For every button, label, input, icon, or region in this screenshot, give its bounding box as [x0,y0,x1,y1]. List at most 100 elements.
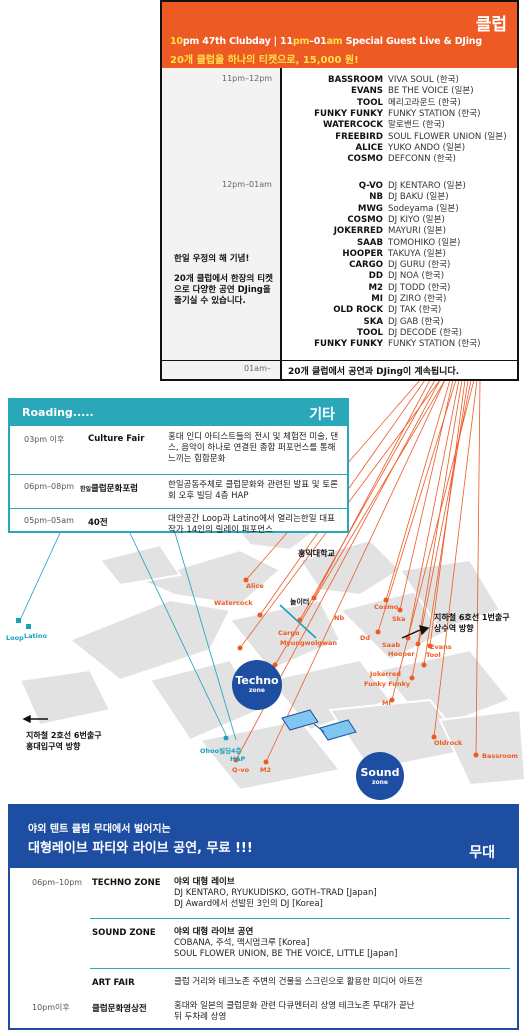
club-dj: DEFCONN (한국) [388,154,456,165]
map [16,380,527,792]
playground-label: 놀이터 [290,598,310,606]
loc-hap[interactable]: HAP [230,755,246,763]
club-header: 클럽 10pm 47th Clubday | 11pm–01am Special… [162,2,517,68]
club-name: BASSROOM [328,75,383,85]
etc-divider [10,508,347,509]
etc-name: 40전 [88,518,108,528]
club-line1-e: am [326,36,343,47]
club-dj: FUNKY STATION (한국) [388,108,481,119]
club-row[interactable]: Q-VO DJ KENTARO (일본) [282,180,515,192]
club-dj: TAKUYA (일본) [388,248,446,259]
loc-evans[interactable]: Evans [430,643,452,651]
club-note-1: 한일 우정의 해 기념! [174,254,250,264]
loc-hooper[interactable]: Hooper [388,650,415,658]
stage-desc: 클럽 거리와 테크노존 주변의 건물을 스크린으로 활용한 미디어 아트전 [174,977,423,987]
etc-name: 한일클럽문화포럼 [80,482,138,494]
sound-zone-title: Sound [360,766,400,779]
club-name: SKA [363,316,384,327]
last-slot-text: 20개 클럽에서 공연과 DJing이 계속됩니다. [288,367,460,377]
subway2-line1: 지하철 2호선 6번출구 [26,731,102,740]
club-dj: 말로밴드 (한국) [388,120,445,131]
stage-headline: 대형레이브 파티와 라이브 공연, 무료 !!! [28,841,253,856]
stage-subtitle: 야외 텐트 클럽 무대에서 벌어지는 [28,824,171,835]
club-name: ALICE [355,142,383,153]
loc-ska[interactable]: Ska [392,615,406,623]
club-row[interactable]: WATERCOCK 말로밴드 (한국) [282,119,515,131]
club-dj: MAYURI (일본) [388,226,446,237]
club-dj: DJ KENTARO (일본) [388,181,466,191]
stage-desc-line: DJ Award에서 선발된 3인의 DJ [Korea] [174,899,323,909]
sound-zone-sub: zone [372,779,388,786]
techno-zone-title: Techno [235,674,279,687]
stage-desc-head: 야외 대형 라이브 공연 [174,927,254,937]
subway2-label: 지하철 2호선 6번출구 홍대입구역 방향 [26,730,102,752]
loc-nb[interactable]: Nb [334,614,345,622]
techno-zone-badge[interactable]: Techno zone [232,660,282,710]
club-dj: DJ NOA (한국) [388,271,445,282]
loc-m2[interactable]: M2 [260,766,271,774]
loc-qvo[interactable]: Q-vo [232,766,250,774]
loc-mi[interactable]: MI [382,699,391,707]
loc-funkyfunky[interactable]: Funky Funky [364,680,411,688]
loc-saab[interactable]: Saab [382,641,401,649]
club-row[interactable]: HOOPER TAKUYA (일본) [282,248,515,260]
loc-alice[interactable]: Alice [246,582,264,590]
stage-name: SOUND ZONE [92,928,156,938]
club-line1-f: Special Guest Live & DJing [342,36,483,47]
club-dj: DJ KIYO (일본) [388,214,445,225]
club-row[interactable]: DD DJ NOA (한국) [282,270,515,282]
loc-watercock[interactable]: Watercock [214,599,253,607]
loc-oldrock[interactable]: Oldrock [434,739,463,747]
etc-time: 06pm–08pm [24,482,75,491]
stage-name: 클럽문화영상전 [92,1004,147,1014]
loc-cosmo[interactable]: Cosmo [374,603,399,611]
etc-name: Culture Fair [88,434,145,444]
club-line1-c: pm [292,36,310,47]
club-name: Q-VO [358,181,383,191]
club-dj: SOUL FLOWER UNION (일본) [388,131,507,142]
loc-myungwolgwan[interactable]: Myungwolgwan [280,639,337,647]
club-name: DD [368,271,383,282]
club-dj: VIVA SOUL (한국) [388,75,459,85]
loc-bassroom[interactable]: Bassroom [482,752,518,760]
sound-zone-badge[interactable]: Sound zone [356,752,404,800]
loc-cargo[interactable]: Cargo [278,629,300,637]
etc-name-main: 클럽문화포럼 [91,484,138,494]
club-name: NB [369,192,383,203]
club-row[interactable]: COSMO DEFCONN (한국) [282,153,515,165]
loc-jokerred[interactable]: Jokerred [370,670,401,678]
loc-dd[interactable]: Dd [360,634,371,642]
loc-loop[interactable]: Loop [6,634,24,642]
stage-divider [90,918,510,919]
club-line1-b: pm 47th Clubday | 11 [182,36,293,47]
club-name: FUNKY FUNKY [314,339,383,350]
club-name: HOOPER [342,248,383,259]
stage-desc-line: SOUL FLOWER UNION, BE THE VOICE, LITTLE … [174,949,398,959]
club-name: COSMO [347,154,383,165]
club-name: WATERCOCK [322,120,383,131]
stage-desc-line: COBANA, 주석, 맥시멈크루 [Korea] [174,938,310,948]
loc-latino[interactable]: Latino [24,632,47,640]
loc-tool[interactable]: Tool [426,651,441,659]
club-row[interactable]: BASSROOM VIVA SOUL (한국) [282,74,515,86]
loc-ohoo[interactable]: Ohoo빌딩4층 [200,747,242,755]
club-name: TOOL [357,97,383,108]
stage-time: 06pm–10pm [32,878,83,887]
